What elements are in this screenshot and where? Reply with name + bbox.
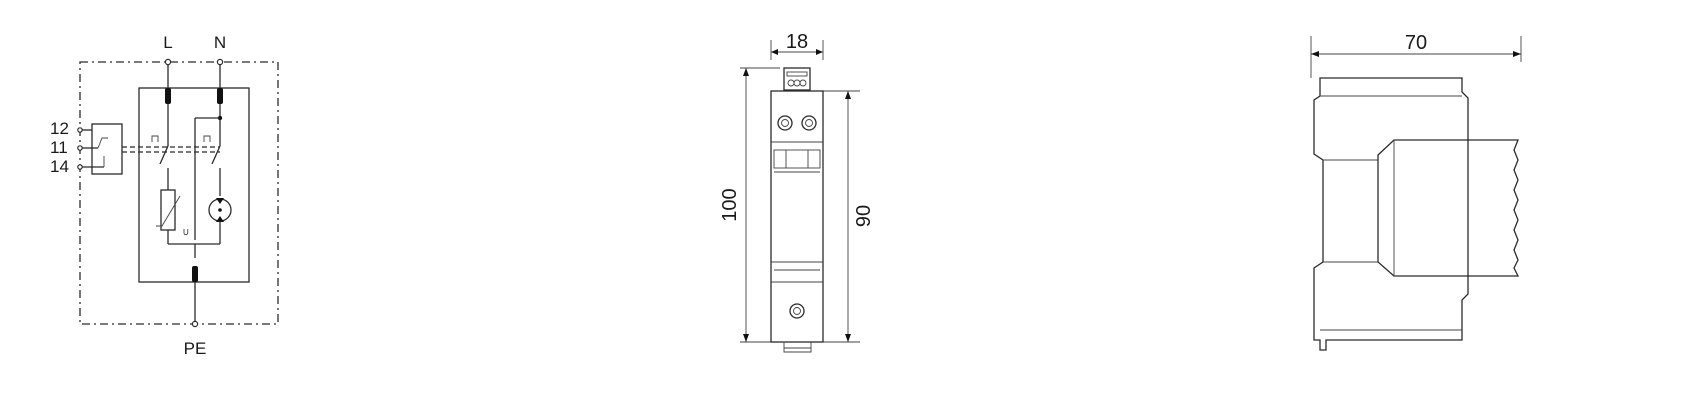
remote-connector xyxy=(783,67,811,91)
module-body xyxy=(770,90,824,343)
varistor-mark: U xyxy=(183,228,189,237)
terminal-l-label: L xyxy=(163,33,172,52)
contact-11-label: 11 xyxy=(50,138,68,157)
circuit-schematic: L N PE 12 11 14 U xyxy=(40,0,340,408)
front-view-drawing: 18 100 90 xyxy=(719,31,875,353)
terminal-pe-label: PE xyxy=(184,339,207,358)
terminal-l-dot xyxy=(164,58,172,66)
din-clip xyxy=(783,342,812,353)
switch-l xyxy=(159,145,169,165)
terminal-pe-dot xyxy=(191,320,199,328)
cartridge-side xyxy=(1377,139,1520,277)
fuse-n xyxy=(217,88,223,104)
width-dimension-label: 18 xyxy=(786,31,808,53)
switch-n xyxy=(211,145,221,165)
side-view-drawing: 70 xyxy=(1310,32,1522,351)
contact-12-label: 12 xyxy=(50,119,69,138)
screw-top-left xyxy=(777,115,793,131)
enclosure-outline xyxy=(79,61,279,325)
remote-contact-box xyxy=(91,123,123,175)
body-height-dimension-label: 90 xyxy=(853,205,875,227)
depth-dimension-label: 70 xyxy=(1405,32,1427,54)
front-view: 18 100 90 xyxy=(700,0,900,408)
screw-top-right xyxy=(801,115,817,131)
housing-profile xyxy=(1313,77,1469,351)
schematic-drawing: L N PE 12 11 14 U xyxy=(50,33,279,358)
fuse-pe xyxy=(192,266,198,282)
screw-bottom xyxy=(789,303,805,319)
cartridge-handle xyxy=(773,149,821,169)
fuse-l xyxy=(165,88,171,104)
terminal-n-label: N xyxy=(214,33,226,52)
contact-14-label: 14 xyxy=(50,157,69,176)
side-view: 70 xyxy=(1290,0,1550,408)
terminal-n-dot xyxy=(216,58,224,66)
height-dimension-label: 100 xyxy=(719,188,741,221)
module-outline xyxy=(138,87,250,283)
